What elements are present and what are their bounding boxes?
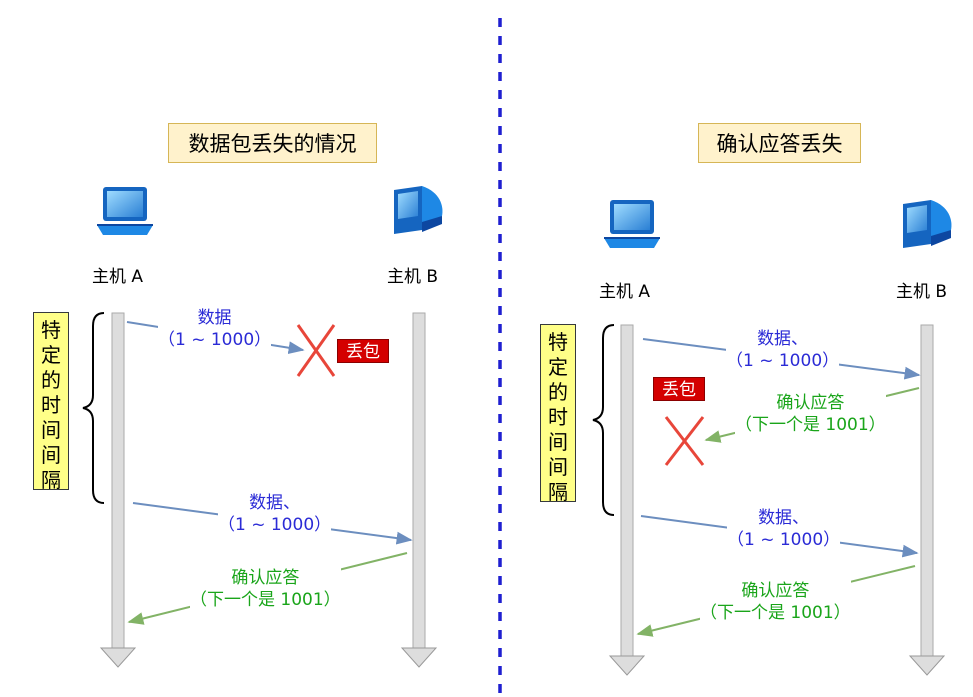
loss-badge: 丢包 bbox=[653, 377, 705, 401]
lost-x-mark bbox=[664, 416, 705, 466]
timeline-host-b bbox=[908, 324, 946, 676]
host-b-label: 主机 B bbox=[387, 267, 439, 287]
timeline-host-a bbox=[608, 324, 646, 676]
data-label: 数据、 （1 ~ 1000） bbox=[726, 328, 840, 372]
ack-label: 确认应答 （下一个是 1001） bbox=[700, 580, 851, 624]
laptop-icon bbox=[604, 200, 660, 248]
host-a-label: 主机 A bbox=[92, 267, 144, 287]
data-label-lost: 数据 （1 ~ 1000） bbox=[158, 307, 272, 351]
host-b-label: 主机 B bbox=[896, 282, 948, 302]
data-label-retransmit: 数据、 （1 ~ 1000） bbox=[218, 492, 332, 536]
host-a-label: 主机 A bbox=[599, 282, 651, 302]
interval-label: 特 定 的 时 间 间 隔 bbox=[33, 312, 69, 492]
data-label-retransmit: 数据、 （1 ~ 1000） bbox=[727, 507, 841, 551]
panel-title: 数据包丢失的情况 bbox=[168, 123, 377, 163]
desktop-icon bbox=[394, 186, 443, 234]
timeline-host-a bbox=[99, 312, 137, 668]
interval-brace bbox=[82, 312, 105, 504]
lost-x-mark bbox=[296, 324, 336, 377]
interval-label: 特 定 的 时 间 间 隔 bbox=[540, 324, 576, 504]
loss-badge: 丢包 bbox=[337, 339, 389, 363]
ack-label: 确认应答 （下一个是 1001） bbox=[190, 567, 341, 611]
interval-brace bbox=[592, 324, 615, 516]
ack-label-lost: 确认应答 （下一个是 1001） bbox=[735, 392, 886, 436]
timeline-host-b bbox=[400, 312, 438, 668]
laptop-icon bbox=[97, 187, 153, 235]
desktop-icon bbox=[903, 200, 952, 248]
panel-title: 确认应答丢失 bbox=[698, 123, 861, 163]
